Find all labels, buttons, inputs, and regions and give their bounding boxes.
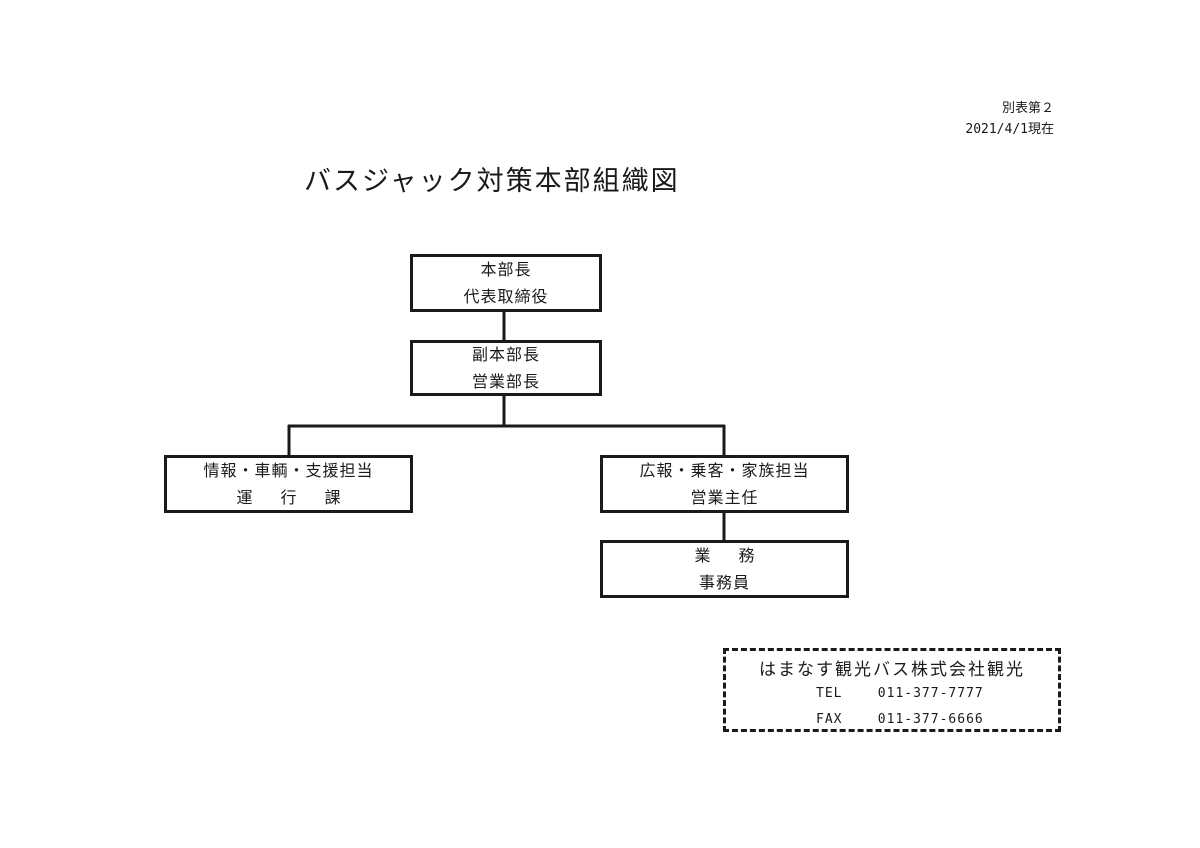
head-role: 代表取締役 [463,287,549,306]
company-name: はまなす観光バス株式会社観光 [759,660,1025,680]
org-box-public-relations: 広報・乗客・家族担当 営業主任 [600,455,849,513]
tel-row: TEL 011-377-7777 [816,686,984,701]
public-relations-role: 営業主任 [690,488,759,507]
org-box-business: 業務 事務員 [600,540,849,598]
appendix-label: 別表第２ [1001,101,1054,116]
fax-label: FAX [816,712,843,727]
tel-label: TEL [816,686,843,701]
org-box-deputy: 副本部長 営業部長 [410,340,602,396]
business-section: 業務 [694,545,783,565]
operations-duty: 情報・車輌・支援担当 [203,460,374,480]
org-box-operations: 情報・車輌・支援担当 運行課 [164,455,413,513]
tel-number: 011-377-7777 [877,686,984,701]
company-contact-box: はまなす観光バス株式会社観光 TEL 011-377-7777 FAX 011-… [723,648,1061,732]
org-box-head: 本部長 代表取締役 [410,254,602,312]
fax-number: 011-377-6666 [877,712,984,727]
deputy-role: 営業部長 [471,372,540,391]
business-role: 事務員 [698,573,750,592]
fax-row: FAX 011-377-6666 [816,712,984,727]
as-of-date: 2021/4/1現在 [965,122,1054,137]
head-title: 本部長 [480,259,532,279]
operations-section: 運行課 [236,488,369,507]
chart-title: バスジャック対策本部組織図 [304,166,680,197]
deputy-title: 副本部長 [471,344,540,364]
public-relations-duty: 広報・乗客・家族担当 [639,460,810,480]
